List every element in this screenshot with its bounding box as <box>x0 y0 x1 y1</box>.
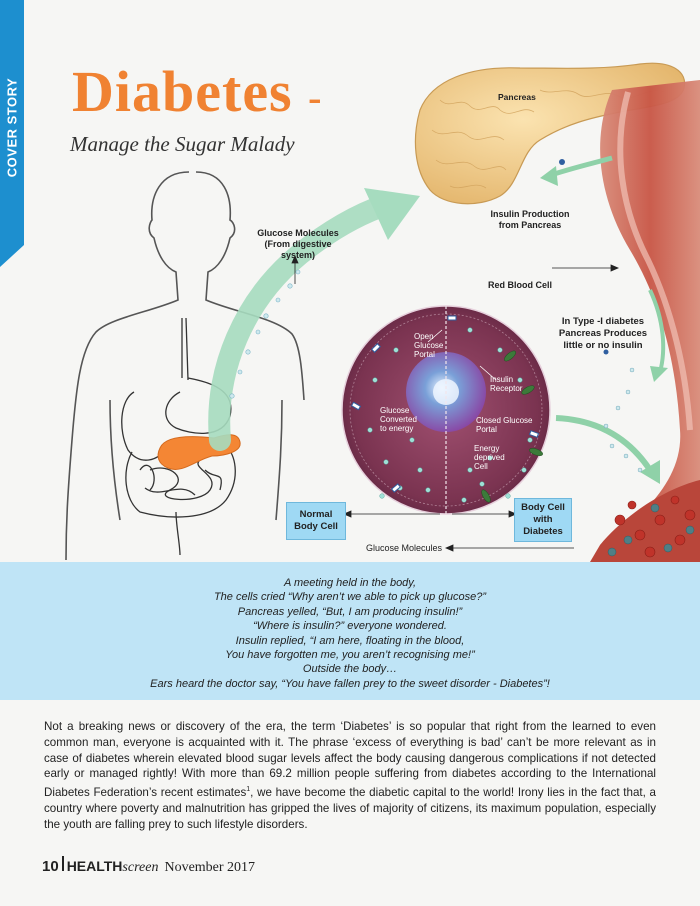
footer-divider <box>61 856 64 871</box>
footnote-ref[interactable]: 1 <box>246 786 251 794</box>
diabetic-cell-line3: Diabetes <box>523 526 563 537</box>
vessel-arrow <box>648 289 666 373</box>
glucose-molecules-line2: (From digestive system) <box>264 239 332 260</box>
title-text: Diabetes <box>72 59 293 124</box>
poem: A meeting held in the body, The cells cr… <box>0 576 700 691</box>
glucose-converted-line1: Glucose <box>380 406 410 415</box>
closed-portal-line2: Portal <box>476 425 497 434</box>
normal-cell-line1: Normal <box>299 509 333 520</box>
diabetic-cell-box: Body Cell with Diabetes <box>514 498 572 542</box>
glucose-arrowhead <box>364 188 420 240</box>
glucose-converted-line2: Converted <box>380 415 417 424</box>
poem-line: The cells cried “Why aren’t we able to p… <box>213 591 487 604</box>
cell-to-vessel-arrowhead <box>640 460 660 484</box>
page-title: Diabetes - <box>72 58 322 125</box>
vessel-arrowhead <box>650 366 668 382</box>
insulin-receptor-line1: Insulin <box>490 375 514 384</box>
closed-portal-label: Closed Glucose Portal <box>476 416 532 434</box>
connector-lines <box>291 254 620 552</box>
cover-story-tab <box>0 0 24 245</box>
paragraph-part2: , we have become the diabetic capital to… <box>44 786 656 831</box>
pancreas-label: Pancreas <box>498 92 536 102</box>
poem-line: A meeting held in the body, <box>283 577 417 589</box>
issue-date: November 2017 <box>164 860 256 875</box>
digestive-organs <box>121 317 236 556</box>
human-body-outline <box>65 171 305 561</box>
poem-line: Pancreas yelled, “But, I am producing in… <box>237 605 463 618</box>
blood-vessel <box>590 80 700 562</box>
cell-to-vessel-arrow <box>555 415 653 472</box>
article-paragraph: Not a breaking news or discovery of the … <box>44 719 656 832</box>
poem-line: Insulin replied, “I am here, floating in… <box>235 634 465 647</box>
insulin-dots <box>603 367 643 473</box>
insulin-receptor-line2: Receptor <box>490 384 523 393</box>
glucose-dot <box>603 349 609 355</box>
magazine-brand-italic: screen <box>122 860 159 875</box>
poem-line: Ears heard the doctor say, “You have fal… <box>150 677 550 690</box>
energy-deprived-line2: deprived <box>474 453 505 462</box>
page-number: 10 <box>42 858 59 875</box>
paragraph-part1: Not a breaking news or discovery of the … <box>44 720 656 800</box>
normal-cell-line2: Body Cell <box>294 521 338 532</box>
insulin-receptor-label: Insulin Receptor <box>490 375 522 393</box>
poem-line: You have forgotten me, you aren’t recogn… <box>225 649 475 662</box>
page-subtitle: Manage the Sugar Malady <box>70 132 295 156</box>
diabetic-cell-line1: Body Cell <box>521 502 565 513</box>
red-blood-cell-label: Red Blood Cell <box>488 280 553 290</box>
glucose-molecules-label: Glucose Molecules (From digestive system… <box>250 228 346 261</box>
body-cell <box>341 305 551 515</box>
title-dash: - <box>308 75 323 120</box>
insulin-production-label: Insulin Production from Pancreas <box>482 209 578 231</box>
insulin-arrowhead <box>540 166 558 186</box>
diabetic-cell-line2: with <box>533 514 553 525</box>
open-portal-line2: Glucose <box>414 341 444 350</box>
glucose-dots <box>229 269 301 399</box>
page-footer: 10 HEALTH screen November 2017 <box>42 856 255 876</box>
open-portal-line1: Open <box>414 332 434 341</box>
insulin-production-line1: Insulin Production <box>490 209 570 219</box>
glucose-arrow <box>208 193 399 451</box>
poem-line: Outside the body… <box>302 663 398 676</box>
type1-line1: In Type -I diabetes <box>561 316 645 327</box>
energy-deprived-label: Energy deprived Cell <box>474 444 505 471</box>
glucose-dot <box>559 159 565 165</box>
insulin-production-line2: from Pancreas <box>498 220 562 230</box>
type1-line2: Pancreas Produces <box>558 328 648 339</box>
diabetes-illustration <box>65 62 700 562</box>
type1-line3: little or no insulin <box>563 340 643 351</box>
cover-story-tab-tip <box>0 245 24 267</box>
magazine-brand: HEALTH <box>66 858 123 874</box>
poem-band <box>0 562 700 700</box>
open-portal-line3: Portal <box>414 350 435 359</box>
glucose-converted-line3: to energy <box>380 424 414 433</box>
glucose-molecules-bottom-label: Glucose Molecules <box>366 543 443 553</box>
type1-label: In Type -I diabetes Pancreas Produces li… <box>548 316 658 352</box>
normal-cell-box: Normal Body Cell <box>286 502 346 540</box>
poem-line: “Where is insulin?” everyone wondered. <box>253 620 447 633</box>
closed-portal-line1: Closed Glucose <box>476 416 533 425</box>
open-portal-label: Open Glucose Portal <box>414 332 443 359</box>
energy-deprived-line1: Energy <box>474 444 500 453</box>
energy-deprived-line3: Cell <box>474 462 488 471</box>
glucose-converted-label: Glucose Converted to energy <box>380 406 417 433</box>
glucose-molecules-line1: Glucose Molecules <box>257 228 339 238</box>
